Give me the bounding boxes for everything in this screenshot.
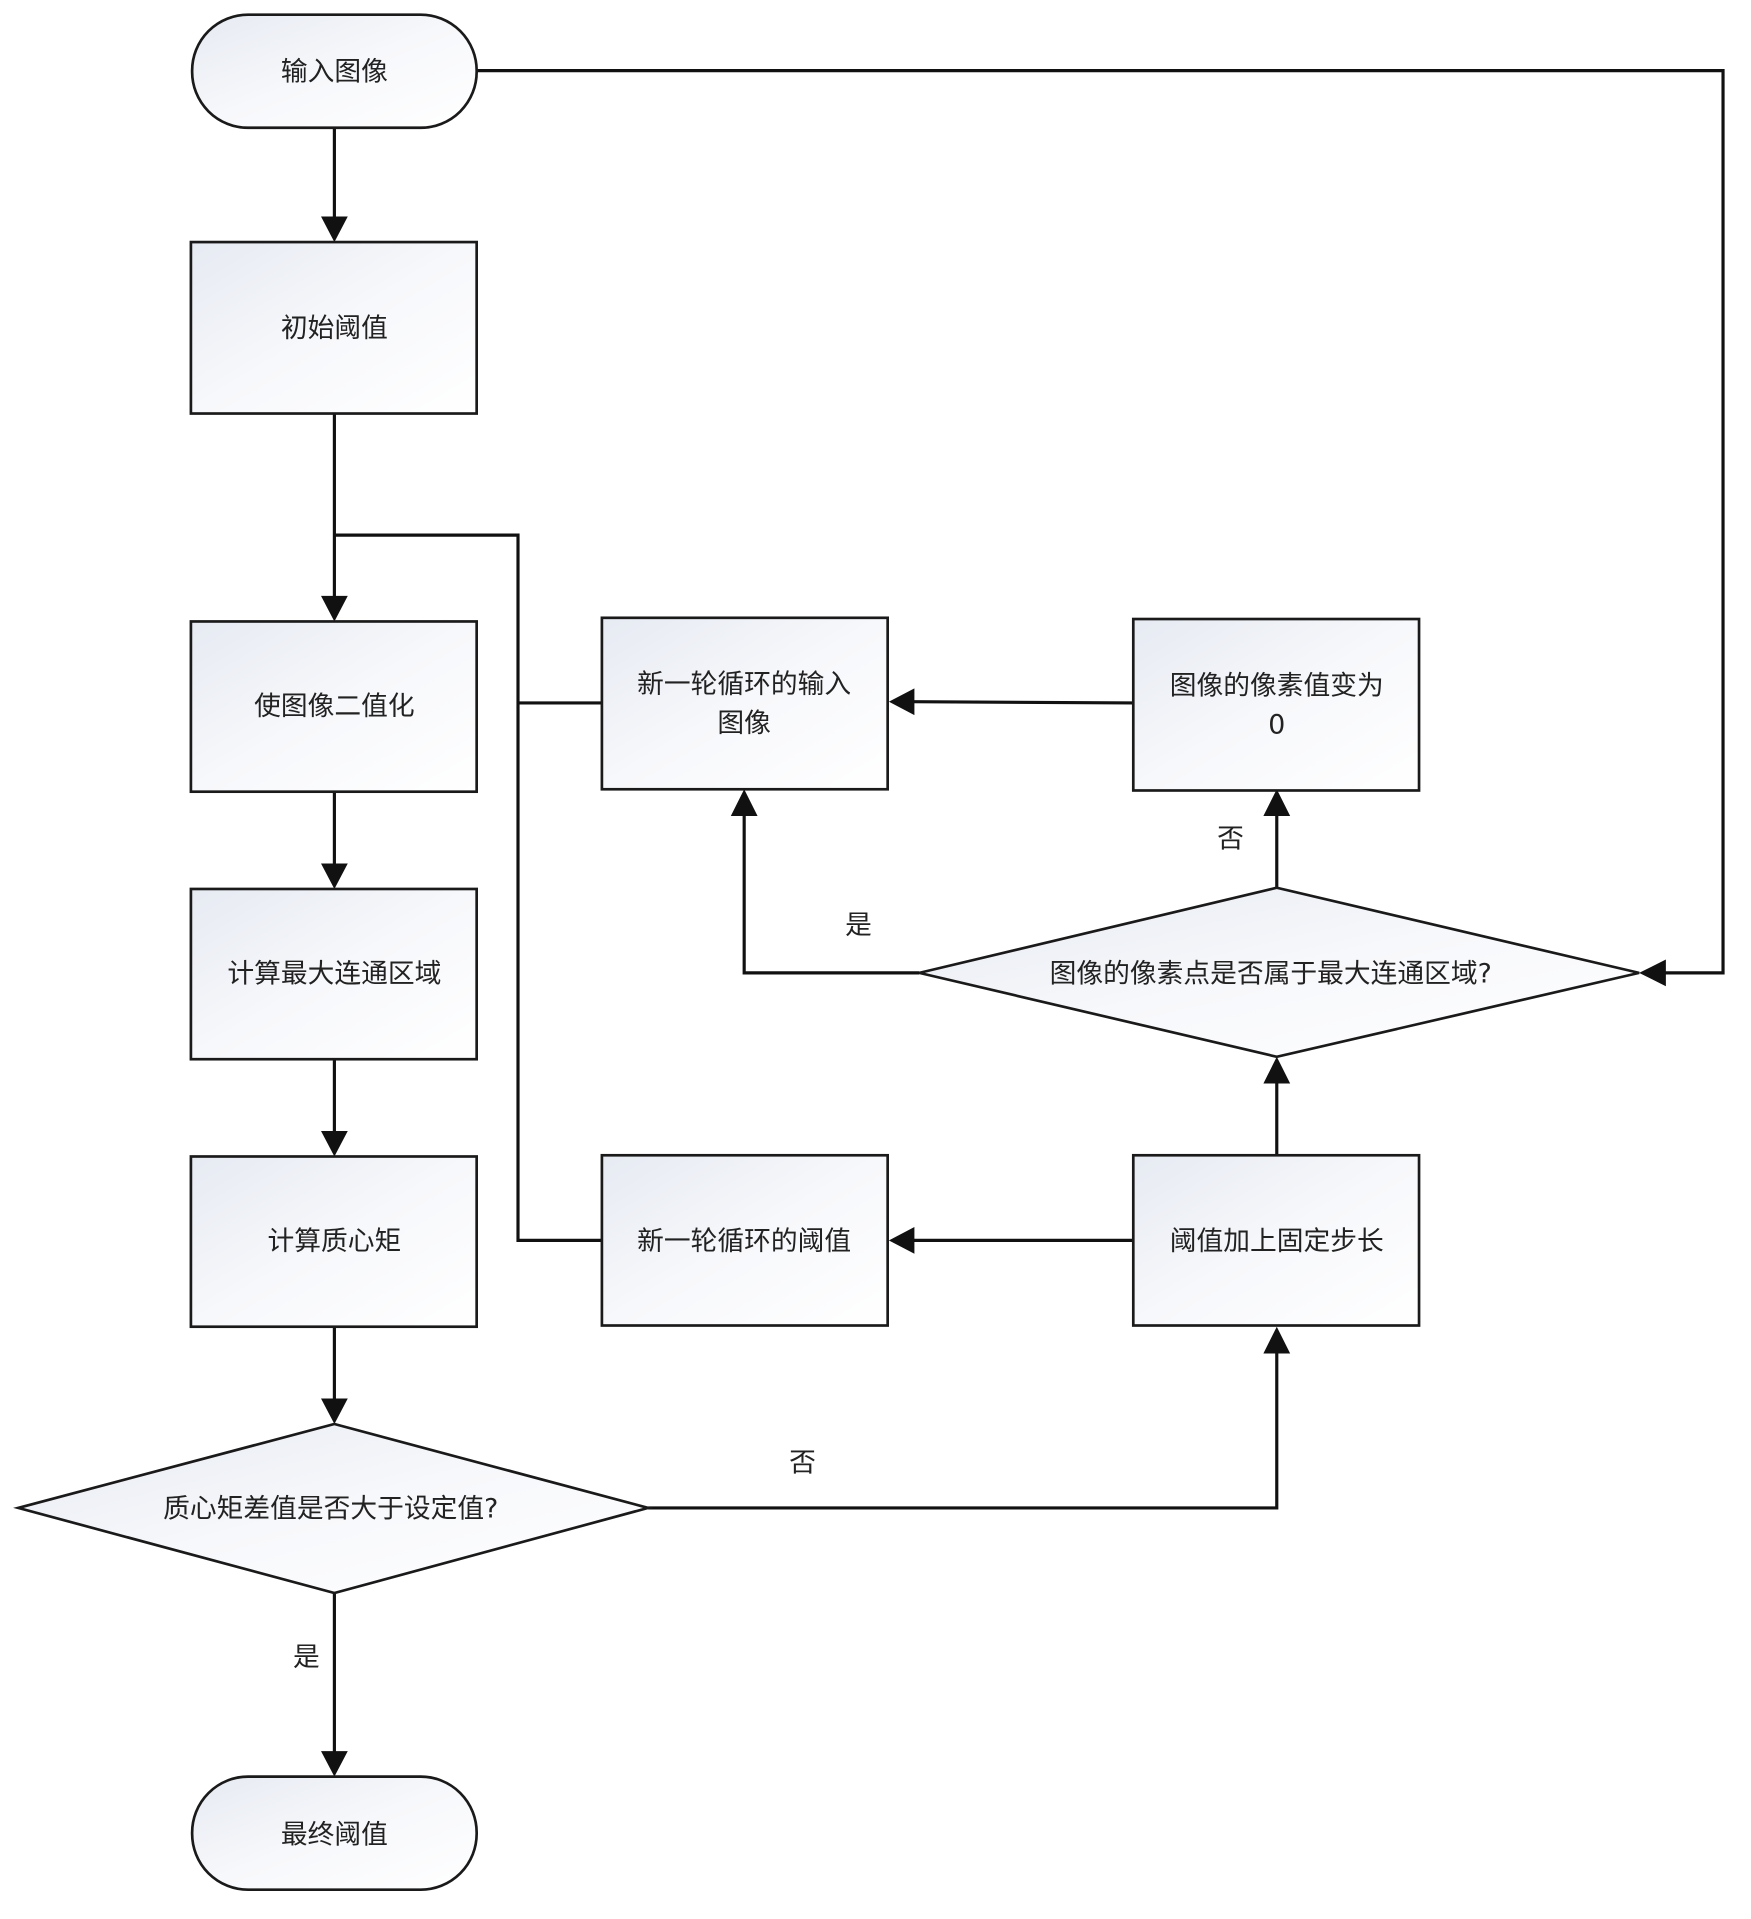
node-new-threshold: 新一轮循环的阈值 [600,1153,889,1327]
node-label: 初始阈值 [281,313,388,344]
node-centroid-moment: 计算质心矩 [189,1155,478,1329]
arrowhead [888,1227,915,1254]
node-label: 图像的像素点是否属于最大连通区域? [1050,959,1492,990]
node-label: 图像的像素值变为 [1170,670,1384,701]
node-input-image: 输入图像 [190,13,478,130]
node-label: 计算质心矩 [268,1226,402,1257]
node-max-connected: 计算最大连通区域 [189,887,478,1061]
arrowhead [321,1130,348,1157]
node-label: 使图像二值化 [254,691,415,722]
edge-new-threshold-to-binarize [334,533,602,1242]
edge-zero-to-new-input [911,700,1134,705]
arrowhead [321,863,348,889]
edge-label-region-no: 否 [1217,824,1244,855]
node-pixel-in-region-decision: 图像的像素点是否属于最大连通区域? [918,886,1640,1059]
node-label: 图像 [717,708,771,739]
edge-label-region-yes: 是 [845,910,872,941]
arrowhead [1639,959,1666,987]
arrowhead [730,789,758,817]
node-label: 新一轮循环的输入 [637,669,851,700]
arrowhead [1263,1056,1291,1084]
arrowhead [321,1751,348,1777]
edge-input-to-region [476,69,1725,975]
node-new-input-image: 新一轮循环的输入 图像 [600,616,889,791]
node-label: 质心矩差值是否大于设定值? [163,1494,498,1525]
arrowhead [1263,789,1291,817]
edge-decision-to-step [648,1352,1279,1510]
node-initial-threshold: 初始阈值 [189,240,478,415]
node-moment-diff-decision: 质心矩差值是否大于设定值? [13,1422,654,1595]
node-final-threshold: 最终阈值 [190,1775,478,1892]
arrowhead [888,688,915,716]
node-label: 输入图像 [281,56,388,87]
node-label: 阈值加上固定步长 [1170,1226,1384,1257]
arrowhead [321,216,348,243]
node-pixel-to-zero: 图像的像素值变为 0 [1131,617,1421,792]
edge-label-diff-no: 否 [789,1447,816,1478]
arrowhead [1263,1326,1291,1354]
node-label: 新一轮循环的阈值 [637,1226,851,1257]
node-binarize: 使图像二值化 [189,620,478,794]
node-threshold-plus-step: 阈值加上固定步长 [1131,1153,1421,1327]
node-label: 计算最大连通区域 [227,959,441,990]
arrowhead [321,595,348,622]
arrowhead [321,1398,348,1425]
node-label: 0 [1268,709,1285,740]
edge-label-diff-yes: 是 [293,1642,320,1673]
connectors [321,69,1725,1777]
edge-region-to-new-input [742,814,920,975]
node-label: 最终阈值 [281,1820,388,1851]
